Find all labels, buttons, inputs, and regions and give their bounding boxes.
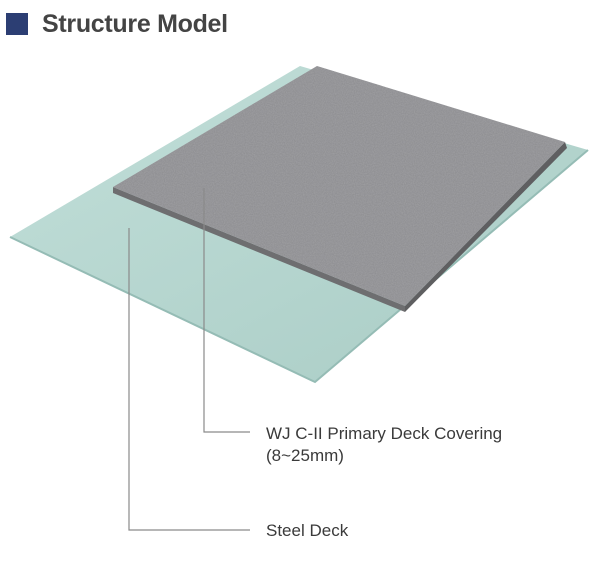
steel-deck-name: Steel Deck bbox=[266, 521, 349, 540]
leader-line-steel bbox=[128, 228, 250, 531]
steel-deck-edge bbox=[9, 149, 589, 384]
primary-covering-thickness: (8~25mm) bbox=[266, 446, 344, 465]
label-steel-deck: Steel Deck bbox=[266, 520, 348, 542]
title-marker-square bbox=[6, 13, 28, 35]
page-title: Structure Model bbox=[42, 9, 228, 38]
primary-covering-side-left bbox=[113, 187, 405, 312]
label-primary-deck-covering: WJ C-II Primary Deck Covering (8~25mm) bbox=[266, 423, 502, 467]
section-header: Structure Model bbox=[6, 8, 228, 40]
primary-covering-name: WJ C-II Primary Deck Covering bbox=[266, 424, 503, 443]
primary-covering-side-right bbox=[405, 142, 567, 312]
primary-covering-top bbox=[113, 66, 565, 306]
leader-line-primary bbox=[203, 188, 250, 433]
